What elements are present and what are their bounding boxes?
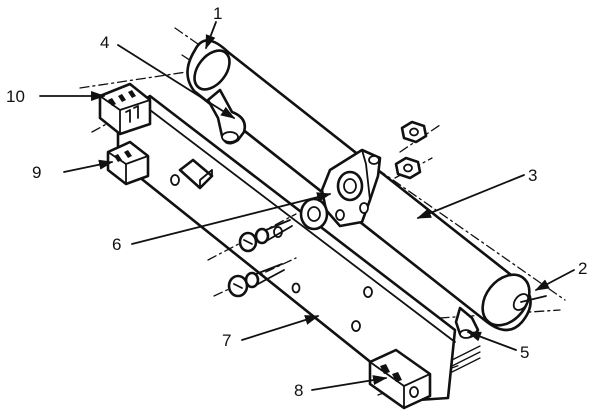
leader-4 xyxy=(117,44,236,119)
washer-ring xyxy=(299,197,329,231)
manifold-block xyxy=(320,148,382,228)
connector-bottom-right xyxy=(368,345,481,410)
hex-nut-lower xyxy=(394,156,422,180)
leader-lines xyxy=(39,21,575,391)
leader-2 xyxy=(534,269,575,291)
leader-1 xyxy=(205,21,217,50)
hex-nut-upper xyxy=(400,120,428,144)
screw-upper xyxy=(207,213,297,261)
leader-7 xyxy=(241,315,320,341)
callout-3: 3 xyxy=(528,166,537,185)
callout-10: 10 xyxy=(6,87,25,106)
leader-5 xyxy=(466,331,517,351)
callout-5: 5 xyxy=(520,343,529,362)
callout-4: 4 xyxy=(100,33,109,52)
leader-3 xyxy=(416,174,525,219)
leader-9 xyxy=(63,159,114,173)
callout-2: 2 xyxy=(578,259,587,278)
connector-top-left xyxy=(98,82,152,136)
leader-8 xyxy=(311,375,388,391)
callout-6: 6 xyxy=(112,235,121,254)
connector-mid-left xyxy=(106,140,150,186)
leader-6 xyxy=(131,192,332,245)
callout-8: 8 xyxy=(294,381,303,400)
callout-9: 9 xyxy=(32,163,41,182)
callout-1: 1 xyxy=(213,4,222,23)
callout-labels: 1 2 3 4 5 6 7 8 9 10 xyxy=(6,4,587,400)
screw-lower xyxy=(213,257,297,298)
callout-7: 7 xyxy=(222,331,231,350)
